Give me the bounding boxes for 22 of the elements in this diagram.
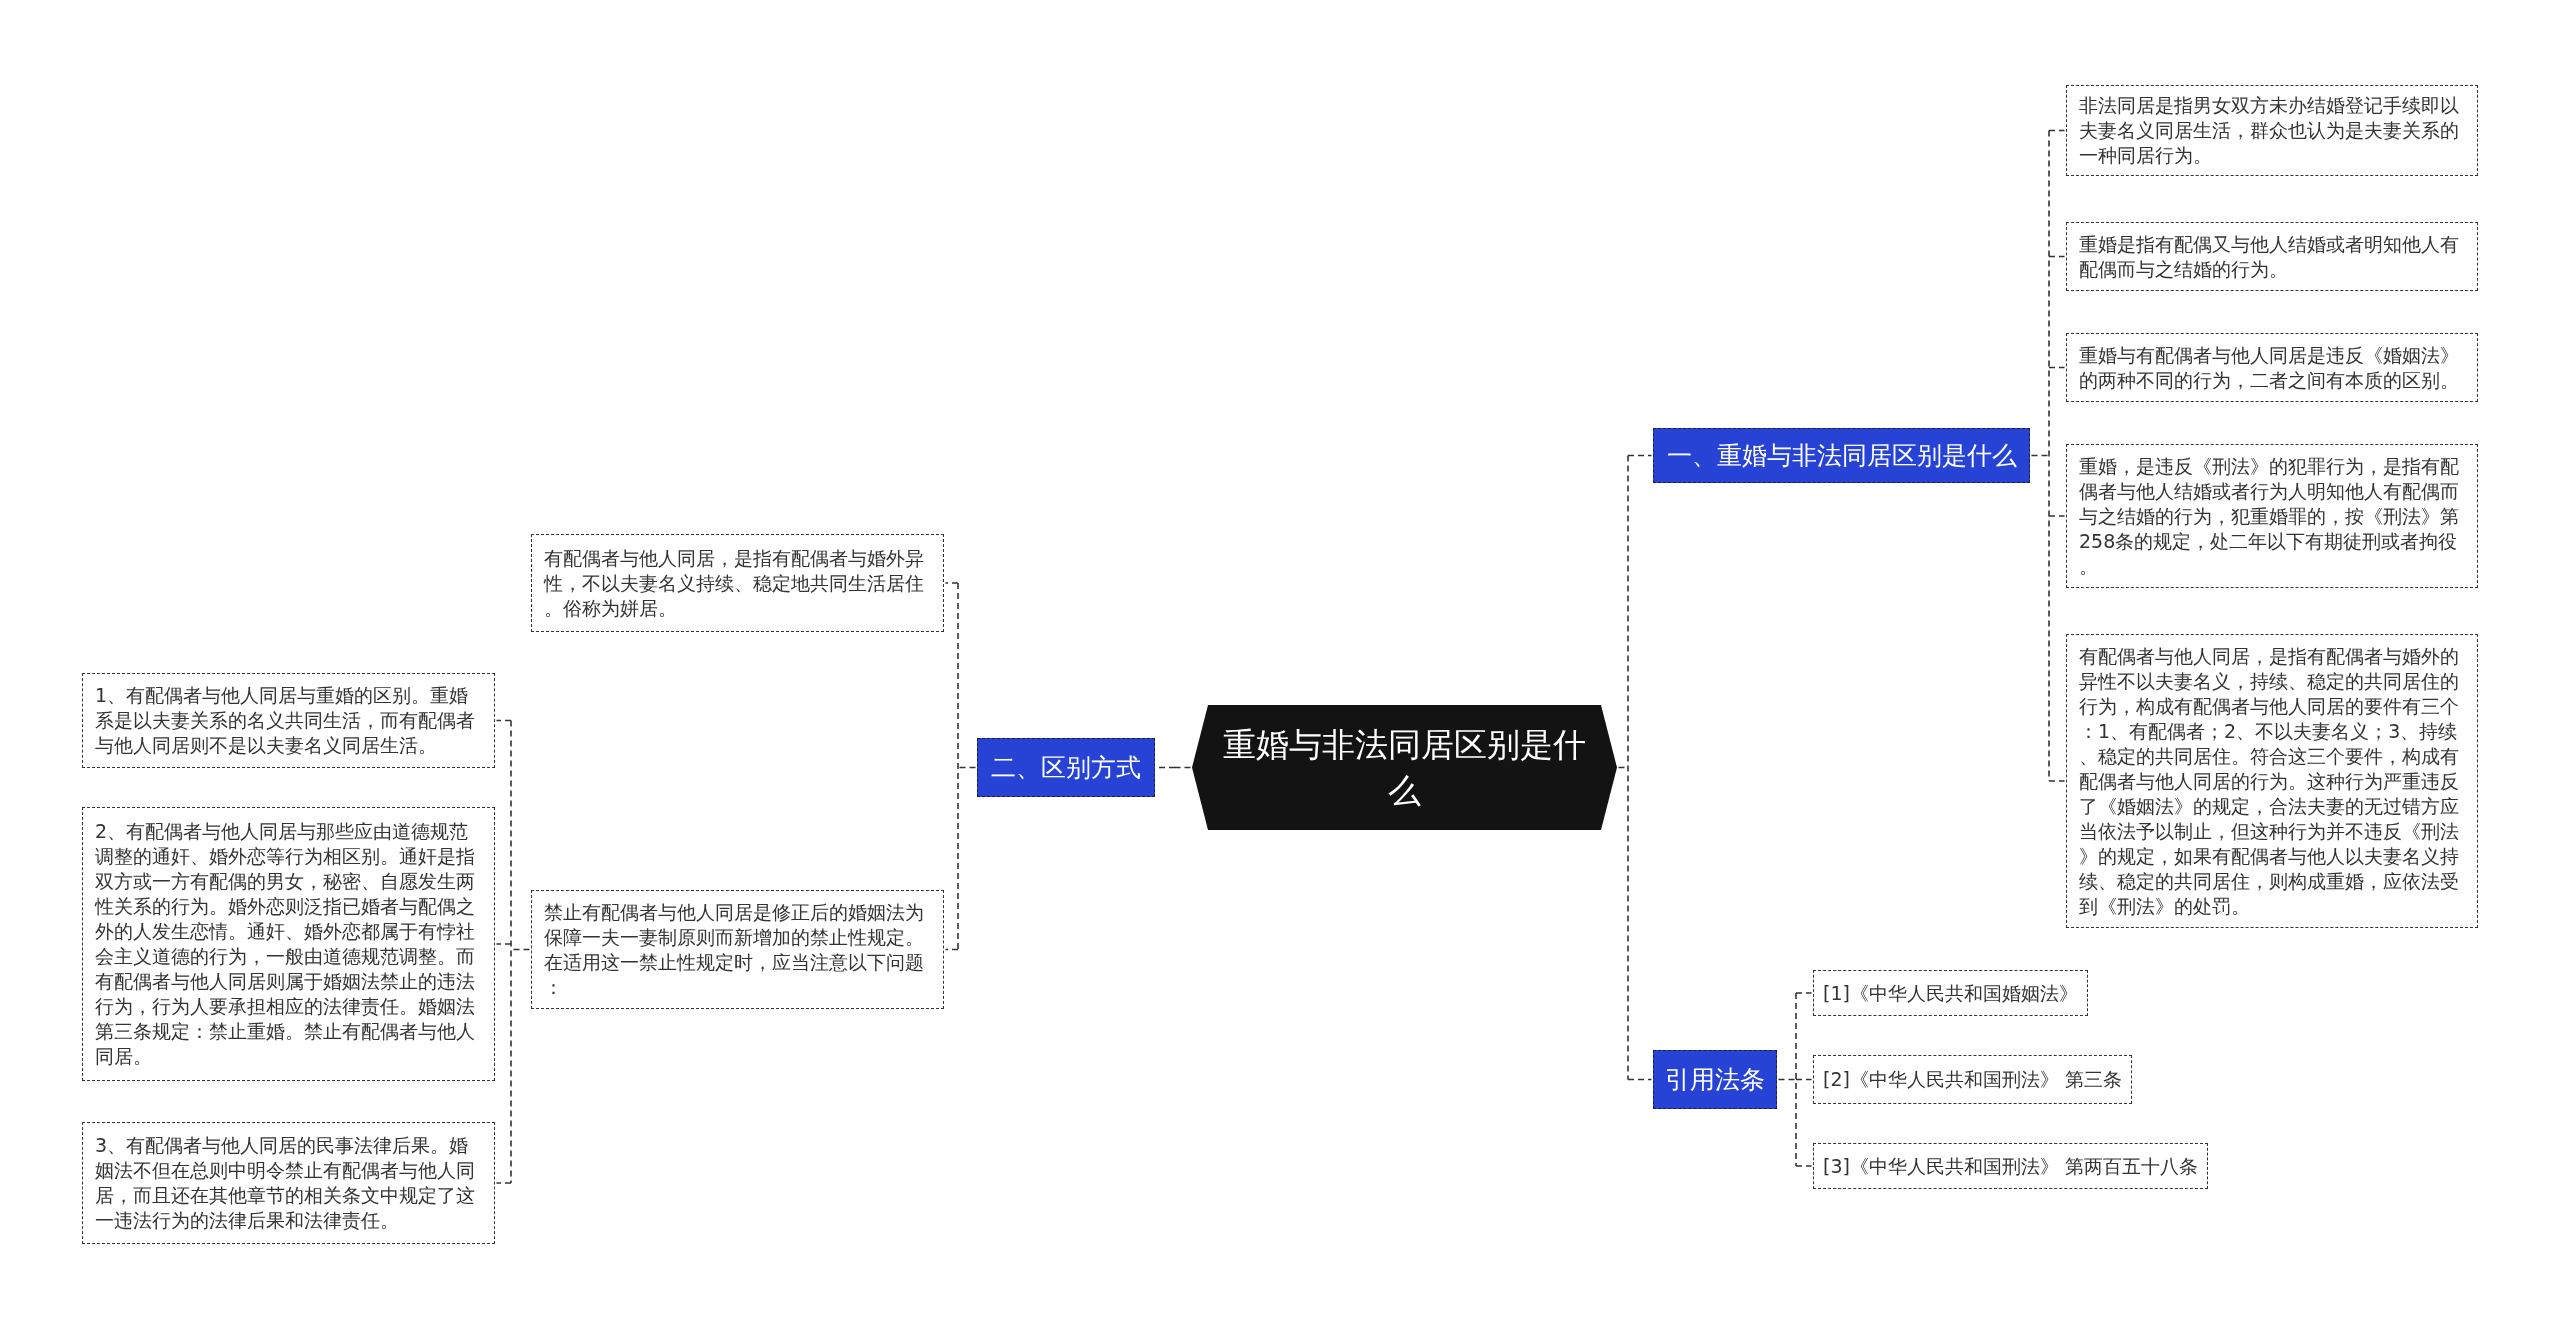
note-box: 1、有配偶者与他人同居与重婚的区别。重婚系是以夫妻关系的名义共同生活，而有配偶者与他人同居则不是以夫妻名义同居生活。 <box>82 673 495 768</box>
note-box: 3、有配偶者与他人同居的民事法律后果。婚姻法不但在总则中明令禁止有配偶者与他人同居，而且还在其他章节的相关条文中规定了这一违法行为的法律后果和法律责任。 <box>82 1122 495 1244</box>
citation-box: [3]《中华人民共和国刑法》 第两百五十八条 <box>1813 1143 2208 1189</box>
connector-line <box>1777 992 1813 1167</box>
connector-line <box>2030 129 2066 782</box>
note-box: 非法同居是指男女双方未办结婚登记手续即以夫妻名义同居生活，群众也认为是夫妻关系的一种同居行为。 <box>2066 85 2478 176</box>
note-box: 禁止有配偶者与他人同居是修正后的婚姻法为保障一夫一妻制原则而新增加的禁止性规定。在适用这一禁止性规定时，应当注意以下问题： <box>531 890 944 1009</box>
connector-line <box>1617 454 1653 1081</box>
note-box: 有配偶者与他人同居，是指有配偶者与婚外的异性不以夫妻名义，持续、稳定的共同居住的行为，构成有配偶者与他人同居的要件有三个：1、有配偶者；2、不以夫妻名义；3、持续、稳定的共同居住。符合这三个要件，构成有配偶者与他人同居的行为。这种行为严重违反了《婚姻法》的规定，合法夫妻的无过错方应当依法予以制止，但这种行为并不违反《刑法》的规定，如果有配偶者与他人以夫妻名义持续、稳定的共同居住，则构成重婚，应依法受到《刑法》的处罚。 <box>2066 634 2478 928</box>
citation-box: [1]《中华人民共和国婚姻法》 <box>1813 970 2088 1016</box>
note-box: 2、有配偶者与他人同居与那些应由道德规范调整的通奸、婚外恋等行为相区别。通奸是指双方或一方有配偶的男女，秘密、自愿发生两性关系的行为。婚外恋则泛指已婚者与配偶之外的人发生恋情。通奸、婚外恋都属于有悖社会主义道德的行为，一般由道德规范调整。而有配偶者与他人同居则属于婚姻法禁止的违法行为，行为人要承担相应的法律责任。婚姻法第三条规定：禁止重婚。禁止有配偶者与他人同居。 <box>82 807 495 1081</box>
topic-hexagon: 重婚与非法同居区别是什么 <box>1192 705 1617 830</box>
note-box: 有配偶者与他人同居，是指有配偶者与婚外异性，不以夫妻名义持续、稳定地共同生活居住。俗称为姘居。 <box>531 534 944 632</box>
connector-line <box>944 582 977 951</box>
topic-box: 引用法条 <box>1653 1050 1777 1109</box>
connector-line <box>495 719 531 1184</box>
note-box: 重婚是指有配偶又与他人结婚或者明知他人有配偶而与之结婚的行为。 <box>2066 222 2478 291</box>
note-box: 重婚，是违反《刑法》的犯罪行为，是指有配偶者与他人结婚或者行为人明知他人有配偶而与之结婚的行为，犯重婚罪的，按《刑法》第258条的规定，处二年以下有期徒刑或者拘役。 <box>2066 444 2478 588</box>
citation-box: [2]《中华人民共和国刑法》 第三条 <box>1813 1055 2132 1104</box>
topic-box: 一、重婚与非法同居区别是什么 <box>1653 428 2030 483</box>
note-box: 重婚与有配偶者与他人同居是违反《婚姻法》的两种不同的行为，二者之间有本质的区别。 <box>2066 333 2478 402</box>
topic-box: 二、区别方式 <box>977 738 1155 797</box>
